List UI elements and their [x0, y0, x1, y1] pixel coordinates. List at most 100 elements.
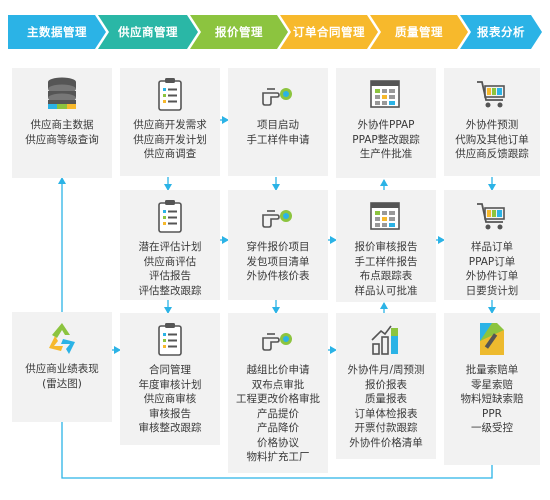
card-line: 物料短缺索赔 [460, 393, 524, 405]
cart-icon [475, 76, 509, 112]
card-line: 样品订单 [471, 241, 513, 253]
card-line: 工程更改价格审批 [236, 393, 320, 405]
card-line: 外协件核价表 [246, 270, 310, 282]
step-label: 报表分析 [477, 25, 525, 39]
step-order-contract[interactable]: 订单合同管理 [280, 15, 378, 49]
step-label: 主数据管理 [27, 25, 87, 39]
card-quotation-project[interactable]: 穿件报价项目 发包项目清单 外协件核价表 [228, 190, 328, 300]
card-supplier-audit[interactable]: 合同管理 年度审核计划 供应商审核 审核报告 审核整改跟踪 [120, 313, 220, 445]
step-quotation[interactable]: 报价管理 [190, 15, 288, 49]
step-label: 报价管理 [215, 25, 263, 39]
hand-pointer-icon [261, 321, 295, 357]
card-supplier-performance[interactable]: 供应商业绩表现 (雷达图) [12, 312, 112, 422]
card-lines: 供应商开发需求 供应商开发计划 供应商调查 [133, 118, 207, 162]
card-line: 供应商评估 [143, 255, 197, 268]
step-master-data[interactable]: 主数据管理 [8, 15, 106, 49]
card-line: 手工样件报告 [354, 255, 418, 268]
card-supplier-master[interactable]: 供应商主数据 供应商等级查询 [12, 68, 112, 178]
step-reports[interactable]: 报表分析 [460, 15, 542, 49]
card-line: 一级受控 [471, 422, 513, 434]
card-line: 合同管理 [149, 364, 191, 376]
hand-pointer-icon [261, 76, 295, 112]
card-lines: 穿件报价项目 发包项目清单 外协件核价表 [247, 240, 310, 284]
card-price-approval[interactable]: 越组比价申请 双布点审批 工程更改价格审批 产品提价 产品降价 价格协议 物料扩… [228, 313, 328, 473]
checklist-icon [157, 321, 183, 357]
card-line: 穿件报价项目 [246, 241, 310, 253]
card-line: 订单体检报表 [354, 407, 418, 420]
card-supplier-development[interactable]: 供应商开发需求 供应商开发计划 供应商调查 [120, 68, 220, 176]
card-lines: 报价审核报告 手工样件报告 布点跟踪表 样品认可批准 [355, 240, 418, 298]
card-lines: 项目启动 手工样件申请 [247, 118, 310, 147]
card-outsourcing-forecast[interactable]: 外协件预测 代购及其他订单 供应商反馈跟踪 [444, 68, 540, 176]
card-lines: 供应商主数据 供应商等级查询 [25, 118, 99, 147]
card-lines: 潜在评估计划 供应商评估 评估报告 评估整改跟踪 [139, 240, 202, 298]
card-lines: 外协件月/周预测 报价报表 质量报表 订单体检报表 开票付款跟踪 外协件价格清单 [347, 363, 424, 450]
card-line: PPAP订单 [468, 255, 516, 268]
calculator-icon [369, 198, 403, 234]
card-line: 供应商开发需求 [133, 119, 207, 131]
card-line: 日要货计划 [465, 284, 519, 297]
card-line: 手工样件申请 [246, 133, 310, 146]
card-project-start[interactable]: 项目启动 手工样件申请 [228, 68, 328, 176]
card-lines: 样品订单 PPAP订单 外协件订单 日要货计划 [466, 240, 519, 298]
card-line: 供应商审核 [143, 393, 197, 405]
step-label: 供应商管理 [118, 25, 178, 39]
step-label: 质量管理 [395, 25, 443, 39]
card-line: 外协件预测 [465, 119, 519, 131]
step-supplier[interactable]: 供应商管理 [98, 15, 198, 49]
card-lines: 外协件PPAP PPAP整改跟踪 生产件批准 [352, 118, 420, 162]
recycle-icon [44, 320, 80, 356]
card-line: PPAP整改跟踪 [352, 133, 420, 146]
card-line: 代购及其他订单 [455, 133, 529, 146]
card-line: 供应商反馈跟踪 [455, 148, 529, 160]
card-line: 外协件PPAP [357, 119, 415, 131]
card-line: 开票付款跟踪 [354, 422, 418, 434]
card-line: 供应商业绩表现 [25, 363, 99, 375]
cart-icon [475, 198, 509, 234]
card-line: 供应商主数据 [30, 119, 94, 131]
card-lines: 合同管理 年度审核计划 供应商审核 审核报告 审核整改跟踪 [139, 363, 202, 436]
process-banner: 主数据管理 供应商管理 报价管理 订单合同管理 质量管理 报表分析 [8, 15, 542, 49]
calculator-icon [369, 76, 403, 112]
card-line: 供应商等级查询 [25, 133, 99, 146]
card-line: 评估整改跟踪 [138, 284, 202, 297]
card-line: (雷达图) [42, 377, 82, 390]
card-sample-orders[interactable]: 样品订单 PPAP订单 外协件订单 日要货计划 [444, 190, 540, 300]
card-quotation-review[interactable]: 报价审核报告 手工样件报告 布点跟踪表 样品认可批准 [336, 190, 436, 302]
card-line: 批量索赔单 [465, 364, 519, 376]
card-line: 双布点审批 [251, 378, 305, 391]
bar-growth-icon [369, 321, 403, 357]
card-line: 布点跟踪表 [359, 270, 413, 282]
checklist-icon [157, 198, 183, 234]
card-lines: 供应商业绩表现 (雷达图) [25, 362, 99, 391]
card-line: 审核报告 [149, 407, 191, 420]
card-lines: 批量索赔单 零星索赔 物料短缺索赔 PPR 一级受控 [461, 363, 524, 436]
card-line: 样品认可批准 [354, 284, 418, 297]
card-line: 供应商开发计划 [133, 133, 207, 146]
card-line: PPR [482, 407, 502, 420]
card-line: 发包项目清单 [246, 255, 310, 268]
card-line: 项目启动 [257, 119, 299, 131]
card-line: 质量报表 [364, 393, 407, 405]
card-line: 评估报告 [149, 270, 191, 282]
card-line: 审核整改跟踪 [138, 422, 202, 434]
card-line: 产品提价 [257, 407, 299, 420]
checklist-icon [157, 76, 183, 112]
hand-pointer-icon [261, 198, 295, 234]
card-line: 物料扩充工厂 [246, 451, 310, 463]
card-line: 产品降价 [257, 422, 299, 434]
card-line: 外协件价格清单 [349, 436, 423, 449]
card-line: 供应商调查 [143, 148, 197, 160]
card-claims[interactable]: 批量索赔单 零星索赔 物料短缺索赔 PPR 一级受控 [444, 313, 540, 465]
card-forecast-reports[interactable]: 外协件月/周预测 报价报表 质量报表 订单体检报表 开票付款跟踪 外协件价格清单 [336, 313, 436, 459]
card-lines: 越组比价申请 双布点审批 工程更改价格审批 产品提价 产品降价 价格协议 物料扩… [236, 363, 320, 465]
report-pen-icon [477, 321, 507, 357]
step-quality[interactable]: 质量管理 [370, 15, 468, 49]
card-line: 零星索赔 [471, 378, 513, 391]
card-lines: 外协件预测 代购及其他订单 供应商反馈跟踪 [455, 118, 529, 162]
card-ppap[interactable]: 外协件PPAP PPAP整改跟踪 生产件批准 [336, 68, 436, 178]
database-icon [45, 76, 79, 112]
card-line: 外协件订单 [465, 270, 519, 282]
card-line: 报价报表 [364, 378, 407, 391]
card-supplier-evaluation[interactable]: 潜在评估计划 供应商评估 评估报告 评估整改跟踪 [120, 190, 220, 300]
